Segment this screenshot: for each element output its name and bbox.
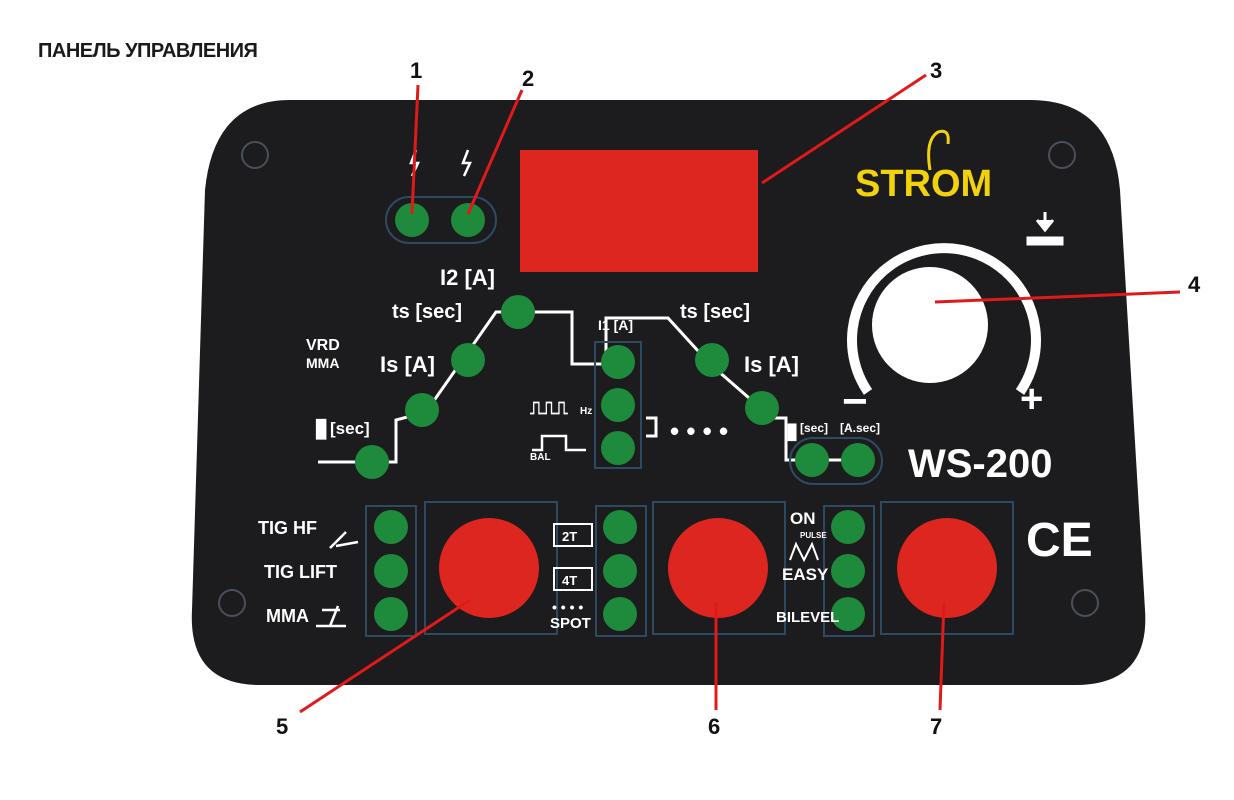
leader-line-5 [299,598,471,714]
leader-line-2 [466,89,524,215]
knob-plus-label: + [1020,377,1043,421]
knob-minus-label: − [842,377,868,426]
brand-logo: STROM [855,163,992,205]
dots-indicator: • • • • [670,416,728,446]
mount-hole-bottom-left [218,589,246,617]
balance-label: BAL [530,452,551,463]
pulse-button-frame [880,501,1014,635]
pulse-frequency-led [601,388,635,422]
mode-led-tig-lift [374,554,408,588]
spot-time-label: [A.sec] [840,421,880,435]
base-current-led-group [594,341,642,469]
trigger-label-2t: 2T [562,529,577,544]
indicator-pill [385,196,497,244]
torch-icon [329,531,359,549]
pulse-label-on: ON [790,509,816,528]
knob-scale-arc [847,243,1041,395]
callout-5: 5 [276,714,289,739]
pulse-select-button[interactable] [897,518,997,618]
leader-line-4 [934,290,1181,304]
digital-display [520,150,758,272]
lightning-icon [461,149,472,177]
bal-curve [646,416,658,438]
mode-select-button[interactable] [439,518,539,618]
post-gas-label: [sec] [800,421,828,435]
mount-hole-top-left [241,141,269,169]
ce-mark: CE [1026,514,1093,567]
balance-waveform-icon [532,434,586,452]
vrd-label: VRD [306,337,340,354]
end-current-led [745,391,779,425]
pre-gas-led [355,445,389,479]
pulse-led-group [823,505,875,637]
pulse-led-easy [831,554,865,588]
trigger-button-frame [652,501,786,635]
callout-6: 6 [708,714,721,739]
upslope-led [451,343,485,377]
trigger-led-group [595,505,647,637]
mode-led-mma [374,597,408,631]
gas-bottle-icon: ▮ [314,412,328,442]
trigger-led-2t [603,510,637,544]
balance-led [601,431,635,465]
save-icon [1026,212,1064,246]
mount-hole-bottom-right [1071,589,1099,617]
start-current-led [405,393,439,427]
post-gas-led-group [789,437,883,485]
base-current-led [601,345,635,379]
callout-4: 4 [1188,272,1201,297]
base-current-label: I1 [A] [598,317,633,333]
pulse-waveform-icon: ⎍⎍⎍ [530,398,568,418]
end-current-label: Is [A] [744,352,799,377]
power-led [451,203,485,237]
trigger-label-4t: 4T [562,573,577,588]
trigger-led-4t [603,554,637,588]
mma-label: MMA [306,355,339,371]
electrode-icon [316,605,346,628]
pulse-label-easy: EASY [782,565,829,584]
mode-label-mma: MMA [266,606,309,626]
upslope-time-label: ts [sec] [392,301,462,323]
overheat-led [395,203,429,237]
mode-label-tig-hf: TIG HF [258,518,317,538]
post-gas-led [795,443,829,477]
mode-led-tig-hf [374,510,408,544]
model-label: WS-200 [908,442,1053,486]
spot-dots: • • • • [552,599,583,615]
pulse-led-bilevel [831,597,865,631]
callout-2: 2 [522,66,535,91]
frequency-label: Hz [580,406,592,417]
trigger-select-button[interactable] [668,518,768,618]
trigger-2t-box [553,523,593,547]
downslope-time-label: ts [sec] [680,301,750,323]
pre-gas-label: [sec] [330,419,370,438]
pulse-label-bilevel: BILEVEL [776,609,839,626]
leader-line-7 [938,601,946,711]
trigger-4t-box [553,567,593,591]
pulse-wave-icon [789,541,819,563]
current-adjust-knob[interactable] [872,267,988,383]
page-title: ПАНЕЛЬ УПРАВЛЕНИЯ [38,40,258,62]
gas-bottle-icon: ▮ [786,418,798,443]
pulse-label-pulse: PULSE [800,531,827,540]
downslope-led [695,343,729,377]
callout-1: 1 [410,58,423,83]
pulse-led-on [831,510,865,544]
callout-3: 3 [930,58,943,83]
mode-led-group [365,505,417,637]
peak-current-led [501,295,535,329]
start-current-label: Is [A] [380,352,435,377]
spot-time-led [841,443,875,477]
mode-label-tig-lift: TIG LIFT [264,562,337,582]
brand-logo-swirl [927,129,950,171]
mount-hole-top-right [1048,141,1076,169]
trigger-label-spot: SPOT [550,615,591,632]
leader-line-3 [761,73,927,185]
peak-current-label: I2 [A] [440,265,495,290]
trigger-led-spot [603,597,637,631]
callout-7: 7 [930,714,943,739]
leader-line-1 [410,84,420,215]
